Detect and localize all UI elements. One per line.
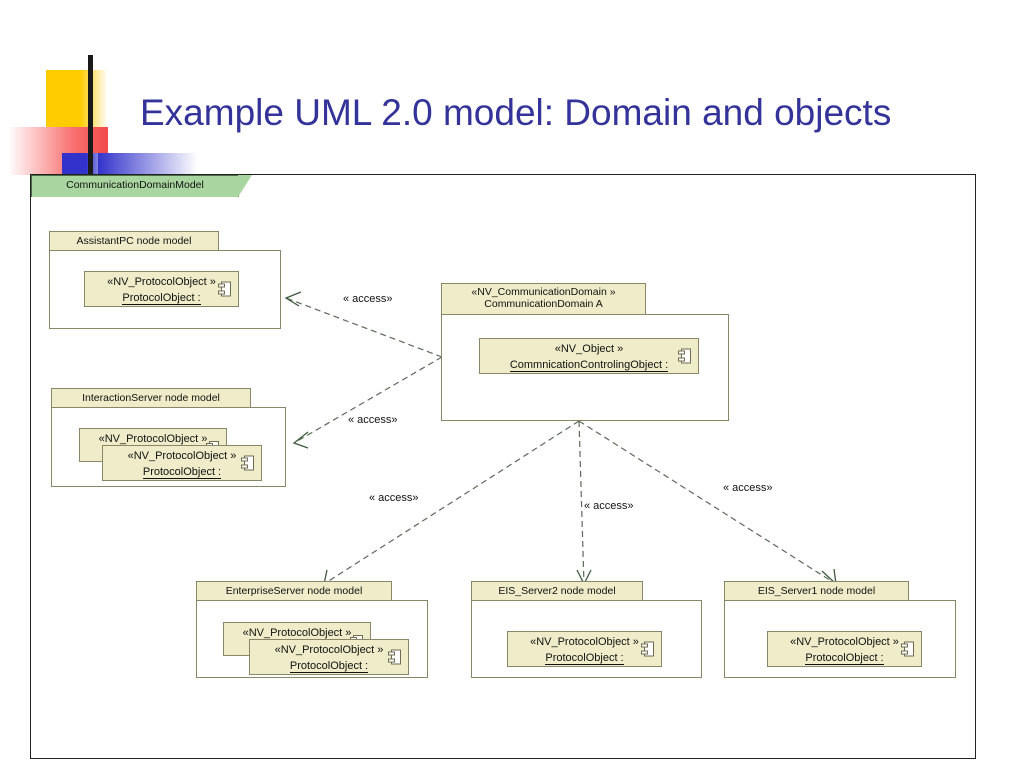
node-header-communicationdomain: «NV_CommunicationDomain » CommunicationD…	[441, 283, 646, 315]
component-icon	[901, 641, 914, 657]
logo-vertical-bar	[88, 55, 93, 215]
object-name: ProtocolObject :	[805, 652, 884, 665]
node-package-eis-server2[interactable]: EIS_Server2 node model «NV_ProtocolObjec…	[471, 581, 702, 678]
component-icon	[241, 455, 254, 471]
connector-label-access-eis-server1: « access»	[723, 482, 773, 494]
node-header-enterpriseserver: EnterpriseServer node model	[196, 581, 392, 601]
connector-access-eis-server1	[578, 420, 837, 585]
connector-access-interactionserver	[293, 356, 443, 444]
node-package-eis-server1[interactable]: EIS_Server1 node model «NV_ProtocolObjec…	[724, 581, 956, 678]
connector-access-eis-server2	[578, 420, 585, 585]
object-box-communicationdomain-controllingobject[interactable]: «NV_Object » CommnicationControlingObjec…	[479, 338, 699, 374]
node-header-eis-server2: EIS_Server2 node model	[471, 581, 643, 601]
package-tab-label: CommunicationDomainModel	[66, 179, 204, 191]
object-name: ProtocolObject :	[545, 652, 624, 665]
connector-access-enterpriseserver	[323, 420, 580, 585]
object-stereotype: «NV_ProtocolObject »	[127, 450, 237, 462]
component-icon	[388, 649, 401, 665]
object-box-eis-server2-protocolobject[interactable]: «NV_ProtocolObject » ProtocolObject :	[507, 631, 662, 667]
component-icon	[641, 641, 654, 657]
connector-label-access-interactionserver: « access»	[348, 414, 398, 426]
object-stereotype: «NV_ProtocolObject »	[98, 433, 208, 445]
connector-layer	[284, 291, 837, 586]
connector-label-access-assistantpc: « access»	[343, 293, 393, 305]
logo-yellow-square	[46, 70, 108, 130]
node-header-interactionserver: InteractionServer node model	[51, 388, 251, 408]
node-package-assistantpc[interactable]: AssistantPC node model «NV_ProtocolObjec…	[49, 231, 281, 329]
object-name: ProtocolObject :	[289, 660, 369, 673]
uml-diagram-frame: CommunicationDomainModel « access» « acc…	[30, 174, 976, 759]
arrowhead-interactionserver	[292, 431, 309, 449]
object-name: ProtocolObject :	[122, 292, 201, 305]
connector-label-access-eis-server2: « access»	[584, 500, 634, 512]
node-header-assistantpc: AssistantPC node model	[49, 231, 219, 251]
node-header-eis-server1: EIS_Server1 node model	[724, 581, 909, 601]
page-title: Example UML 2.0 model: Domain and object…	[140, 92, 892, 133]
package-tab-slant	[238, 175, 252, 197]
node-package-communicationdomain[interactable]: «NV_CommunicationDomain » CommunicationD…	[441, 283, 729, 421]
object-name: ProtocolObject :	[142, 466, 222, 479]
object-stereotype: «NV_ProtocolObject »	[274, 644, 384, 656]
object-stereotype: «NV_ProtocolObject »	[790, 636, 899, 648]
object-stereotype: «NV_Object »	[554, 343, 624, 355]
connector-label-access-enterpriseserver: « access»	[369, 492, 419, 504]
node-header-stereotype: «NV_CommunicationDomain »	[471, 286, 616, 298]
package-tab: CommunicationDomainModel	[31, 175, 252, 197]
object-box-eis-server1-protocolobject[interactable]: «NV_ProtocolObject » ProtocolObject :	[767, 631, 922, 667]
object-stereotype: «NV_ProtocolObject »	[530, 636, 639, 648]
connector-access-assistantpc	[285, 297, 443, 358]
object-box-assistantpc-protocolobject[interactable]: «NV_ProtocolObject » ProtocolObject :	[84, 271, 239, 307]
object-stereotype: «NV_ProtocolObject »	[107, 276, 216, 288]
object-name: CommnicationControlingObject :	[509, 359, 669, 372]
object-stereotype: «NV_ProtocolObject »	[242, 627, 352, 639]
component-icon	[218, 281, 231, 297]
arrowhead-assistantpc	[284, 291, 302, 307]
component-icon	[678, 348, 691, 364]
node-package-enterpriseserver[interactable]: EnterpriseServer node model «NV_Protocol…	[196, 581, 428, 678]
object-box-interactionserver-protocolobject-front[interactable]: «NV_ProtocolObject » ProtocolObject :	[102, 445, 262, 481]
object-box-enterpriseserver-protocolobject-front[interactable]: «NV_ProtocolObject » ProtocolObject :	[249, 639, 409, 675]
node-package-interactionserver[interactable]: InteractionServer node model «NV_Protoco…	[51, 388, 286, 487]
node-header-name: CommunicationDomain A	[484, 298, 603, 310]
